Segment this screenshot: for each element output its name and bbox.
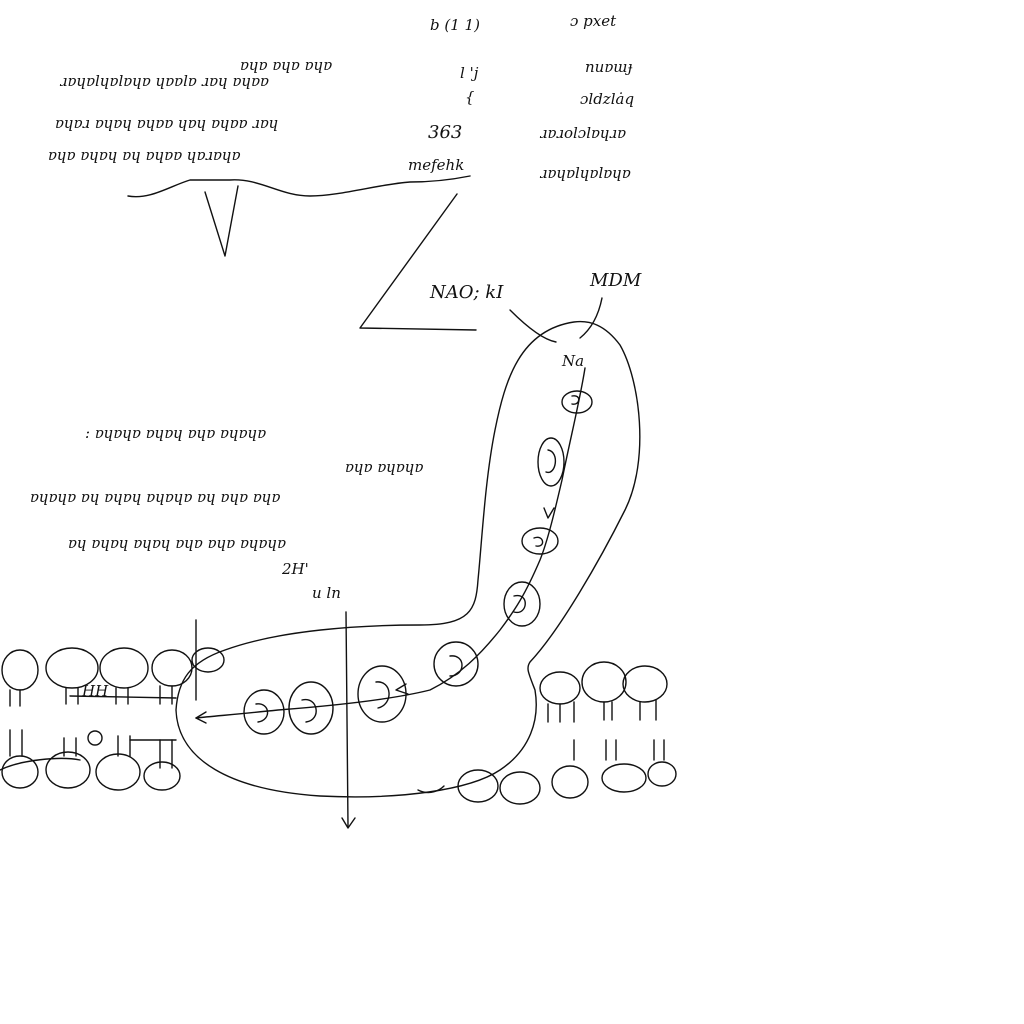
- header-notes: b (1 1) l 'j { 363 mefehk: [408, 16, 480, 174]
- nao-pointer: [509, 309, 557, 343]
- vertical-axis-line: [345, 611, 349, 827]
- right-column-notes: ɔ pxet nuɐɯɟ ɔldzlȧq ɹɐɹolɔlɐɥɹɐ ɹɐɥɐlɥɐ…: [539, 12, 634, 182]
- vertical-axis-arrow: [341, 817, 356, 829]
- lower-paragraph-line-5: 2H': [281, 560, 309, 578]
- header-note-4: 363: [428, 122, 462, 143]
- na-label: Na: [561, 352, 584, 370]
- right-note-3: ɔldzlȧq: [580, 90, 634, 108]
- particle-trajectory: [195, 367, 586, 724]
- left-marker-circle: [87, 730, 103, 746]
- particle-4: [503, 581, 541, 627]
- header-note-3: {: [465, 88, 475, 106]
- lower-paragraph-line-2: ɐɥɐ ɐɥɐɥɐ: [345, 458, 424, 476]
- particle-3: [521, 527, 559, 555]
- particle-1: [561, 390, 593, 414]
- mdm-label: MDM: [589, 270, 642, 291]
- top-paragraph-line-3: ɐɥɐ ɐɥɐɥ ɐɥ ɐɥɐɐ ɥɐɹɐɥɐ: [48, 146, 241, 164]
- header-note-5: mefehk: [408, 156, 464, 174]
- right-membrane: [417, 661, 677, 805]
- top-paragraph-line-4: ɐɥɐ ɐɥɐ ɐɥɐ: [240, 56, 332, 74]
- right-note-4: ɹɐɹolɔlɐɥɹɐ: [539, 124, 626, 142]
- right-note-1: ɔ pxet: [570, 12, 617, 30]
- particle-7: [288, 681, 334, 735]
- lower-paragraph-line-4: ɐɥ ɐɥɐɥ ɐɥɐɥ ɐɥɐ ɐɥɐ ɐɥɐɥɐ: [68, 534, 286, 552]
- tube-outline: u ln: [175, 320, 641, 829]
- trajectory-arrow: [195, 711, 207, 724]
- lower-paragraph-line-1: : ɐɥɐɥɐ ɐɥɐɥ ɐɥɐ ɐɥɐɥɐ: [85, 424, 266, 442]
- particle-5: [433, 641, 479, 687]
- right-note-2: nuɐɯɟ: [585, 58, 632, 76]
- header-note-2: l 'j: [460, 64, 479, 82]
- particle-2: [537, 437, 565, 487]
- particle-8: [243, 689, 285, 735]
- left-hash-label: HH: [81, 682, 109, 700]
- right-note-5: ɹɐɥɐlɥɐlɐɥɐ: [539, 164, 631, 182]
- tube-labels: NAO; kI MDM Na: [429, 270, 642, 370]
- mid-axis-label: u ln: [312, 584, 341, 602]
- top-paragraph: ɹɐɥɐlɥɐlɐɥɐ ɥɐɐlɐ ɹɐɥ ɐɥɐɐ ɐɥɐɹ ɐɥɐɥ ɐɥɐ…: [48, 56, 332, 164]
- lower-paragraph-line-3: ɐɥɐɥɐ ɐɥ ɐɥɐɥ ɐɥɐɥɐ ɐɥ ɐɥɐ ɐɥɐ: [30, 488, 280, 506]
- left-membrane: HH: [0, 647, 225, 791]
- mdm-pointer: [579, 297, 603, 339]
- top-paragraph-line-1: ɹɐɥɐlɥɐlɐɥɐ ɥɐɐlɐ ɹɐɥ ɐɥɐɐ: [59, 72, 269, 90]
- header-note-1: b (1 1): [430, 16, 480, 34]
- lower-paragraph: : ɐɥɐɥɐ ɐɥɐɥ ɐɥɐ ɐɥɐɥɐ ɐɥɐ ɐɥɐɥɐ ɐɥɐɥɐ ɐ…: [30, 424, 424, 701]
- particles: [243, 390, 593, 735]
- nao-label: NAO; kI: [429, 282, 504, 303]
- callout-pointer: [127, 175, 477, 331]
- top-paragraph-line-2: ɐɥɐɹ ɐɥɐɥ ɐɥɐɐ ɥɐɥ ɐɥɐɐ ɹɐɥ: [55, 114, 278, 132]
- particle-6: [357, 665, 407, 723]
